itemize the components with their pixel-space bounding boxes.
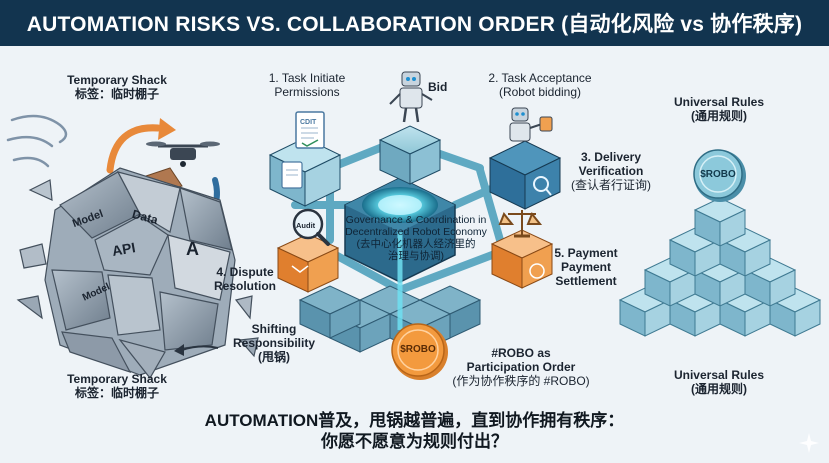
orange-arrow-icon (106, 124, 162, 174)
robo-coin-icon (391, 323, 448, 380)
step4-label: 4. Dispute Resolution (214, 265, 276, 293)
question-line-2: 你愿不愿意为规则付出？ (321, 432, 508, 451)
temporary-shack-rubble (16, 167, 259, 380)
center-coin-label: $ROBO (400, 344, 436, 355)
universal-rules-pyramid (618, 149, 822, 337)
step1-label: 1. Task Initiate Permissions (268, 71, 346, 99)
question-line-1: AUTOMATION普及，甩锅越普遍，直到协作拥有秩序： (204, 411, 625, 430)
robot-icon (389, 71, 433, 123)
pyramid-cubes (618, 197, 822, 337)
task-cube-top (378, 125, 442, 185)
robot-icon-2 (509, 107, 553, 142)
closing-question: AUTOMATION普及，甩锅越普遍，直到协作拥有秩序： 你愿不愿意为规则付出？ (0, 410, 829, 452)
rubble-illustration (6, 114, 259, 380)
page-title: AUTOMATION RISKS VS. COLLABORATION ORDER… (26, 13, 803, 36)
right-bottom-label: Universal Rules (通用规则) (673, 368, 765, 396)
step3-label: 3. Delivery Verification (查认者行证询) (571, 150, 651, 192)
base-cube-grid (298, 285, 482, 353)
sparkle-icon (799, 433, 819, 453)
document-icon-2 (281, 161, 303, 189)
dispute-cube (276, 233, 340, 293)
shard-label-a: A (186, 239, 199, 259)
step5-label: 5. Payment Payment Settlement (554, 246, 618, 288)
right-coin-label: $ROBO (700, 169, 736, 180)
audit-magnifier-icon (292, 208, 330, 246)
step2-label: 2. Task Acceptance (Robot bidding) (488, 71, 592, 99)
shifting-arrow-icon (174, 344, 219, 356)
governance-hub (344, 177, 456, 330)
audit-tag: Audit (296, 221, 316, 230)
scales-icon (498, 210, 543, 238)
diagram-canvas: Model Data A API Model Temporary Shack 标… (0, 46, 829, 463)
hub-label: Governance & Coordination in Decentraliz… (345, 214, 487, 262)
drone-icon (146, 141, 220, 167)
verification-cube (488, 140, 562, 210)
left-bottom-label: Temporary Shack 标签：临时棚子 (67, 372, 167, 400)
left-top-label: Temporary Shack 标签：临时棚子 (67, 73, 167, 101)
pyramid-robo-coin-icon (693, 149, 746, 202)
shifting-responsibility-label: Shifting Responsibility (甩锅) (232, 322, 315, 364)
payment-cube (490, 229, 554, 289)
robo-order-label: #ROBO as Participation Order (作为协作秩序的 #R… (452, 346, 590, 388)
bid-label: Bid (428, 80, 448, 94)
wind-icon (6, 114, 68, 168)
document-icon (295, 111, 325, 149)
right-top-label: Universal Rules (通用规则) (673, 95, 765, 123)
doc-tag: CDIT (300, 119, 317, 126)
title-banner: AUTOMATION RISKS VS. COLLABORATION ORDER… (0, 0, 829, 46)
governance-network (268, 71, 562, 380)
